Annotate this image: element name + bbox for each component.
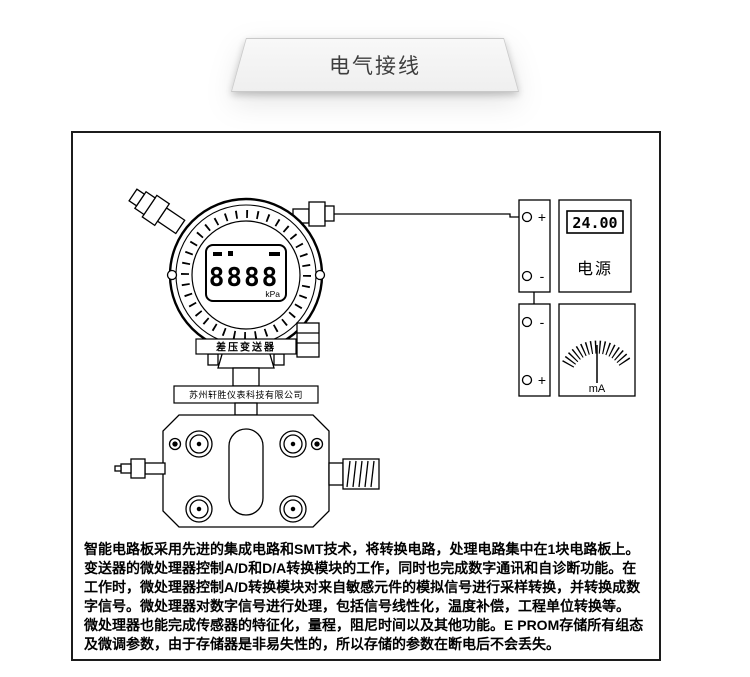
lower-neck-icon <box>234 402 258 416</box>
wiring-panel: 8888 kPa 差压变送器 <box>71 131 661 661</box>
terminal-sign: - <box>540 314 545 330</box>
lcd-unit: kPa <box>265 289 280 299</box>
power-supply-box: 24.00 电源 <box>558 199 632 293</box>
terminal-block-2: - + <box>518 303 551 397</box>
transmitter-neck-icon <box>207 350 285 387</box>
bezel-ticks-icon <box>181 210 311 340</box>
terminal-screw-icon <box>521 374 533 386</box>
flange-bolts-icon <box>168 430 324 523</box>
signal-wire <box>334 213 522 218</box>
vent-valve-icon <box>114 458 166 479</box>
terminal-screw-icon <box>521 270 533 282</box>
section-tab-title: 电气接线 <box>232 39 518 91</box>
ammeter-box: mA <box>558 303 636 397</box>
terminal-screw-icon <box>521 211 533 223</box>
terminal-sign: + <box>538 209 546 225</box>
section-tab-border: 电气接线 <box>231 38 519 92</box>
lcd-indicator-icon <box>269 252 280 256</box>
process-connector-icon <box>328 458 380 490</box>
description-line: 微处理器也能完成传感器的特征化，量程，阻尼时间以及其他功能。E PROM存储所有… <box>84 617 644 633</box>
power-supply-label: 电源 <box>577 260 613 278</box>
terminal-sign: + <box>538 372 546 388</box>
lcd-digits: 8888 <box>209 263 280 293</box>
power-display-value: 24.00 <box>572 214 617 232</box>
description-paragraph: 智能电路板采用先进的集成电路和SMT技术，将转换电路，处理电路集中在1块电路板上… <box>73 539 659 654</box>
description-line: 工作时，微处理器控制A/D转换模块对来自敏感元件的模拟信号进行采样转换，并转换成… <box>84 579 641 595</box>
description-line: 变送器的微处理器控制A/D和D/A转换模块的工作，同时也完成数字通讯和自诊断功能… <box>84 560 637 576</box>
ammeter-label: mA <box>589 383 606 395</box>
power-display-frame <box>566 210 624 234</box>
description-line: 智能电路板采用先进的集成电路和SMT技术，将转换电路，处理电路集中在1块电路板上… <box>84 541 640 557</box>
meter-scale-icon <box>562 340 632 368</box>
terminal-block-1: + - <box>518 199 551 293</box>
wiring-diagram: 8888 kPa 差压变送器 <box>114 188 636 528</box>
lcd-indicator-icon <box>228 251 233 256</box>
terminal-screw-icon <box>521 316 533 328</box>
company-plate-label: 苏州轩胜仪表科技有限公司 <box>189 389 303 400</box>
terminal-sign: - <box>540 268 545 284</box>
section-tab[interactable]: 电气接线 <box>231 38 519 92</box>
name-plate-label: 差压变送器 <box>216 341 276 354</box>
side-junction-box-icon <box>296 322 320 358</box>
name-plate: 差压变送器 <box>195 338 297 355</box>
lcd-indicator-icon <box>213 252 222 256</box>
company-plate: 苏州轩胜仪表科技有限公司 <box>173 385 319 404</box>
lcd-display: 8888 kPa <box>205 244 287 302</box>
description-line: 字信号。微处理器对数字信号进行处理，包括信号线性化，温度补偿，工程单位转换等。 <box>84 598 630 614</box>
head-screw-right-icon <box>314 269 326 281</box>
cable-gland-left-icon <box>128 188 186 235</box>
head-screw-left-icon <box>166 269 178 281</box>
description-line: 及微调参数，由于存储器是非易失性的，所以存储的参数在断电后不会丢失。 <box>84 636 560 652</box>
